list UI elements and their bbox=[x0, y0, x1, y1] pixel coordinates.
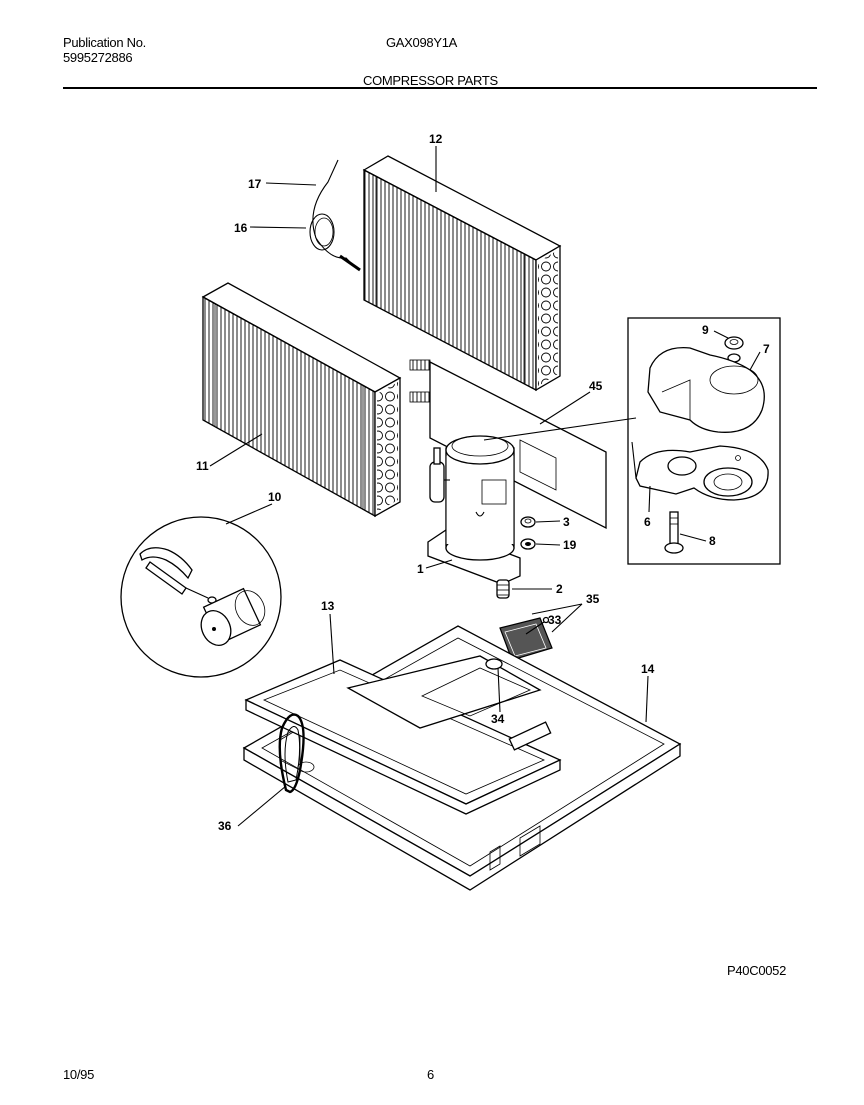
barrier-panel bbox=[409, 359, 607, 530]
callout-17: 17 bbox=[248, 177, 262, 191]
callout-35: 35 bbox=[586, 592, 600, 606]
callout-14: 14 bbox=[641, 662, 655, 676]
footer-date: 10/95 bbox=[63, 1067, 95, 1082]
callout-3: 3 bbox=[563, 515, 570, 529]
page-number: 6 bbox=[427, 1067, 434, 1082]
header-rule bbox=[63, 87, 817, 89]
overload-inset bbox=[120, 516, 282, 678]
mounting-spring bbox=[496, 579, 510, 599]
callout-9: 9 bbox=[702, 323, 709, 337]
grommet bbox=[520, 516, 536, 528]
callout-33: 33 bbox=[548, 613, 562, 627]
callout-8: 8 bbox=[709, 534, 716, 548]
callout-16: 16 bbox=[234, 221, 248, 235]
callout-2: 2 bbox=[556, 582, 563, 596]
compressor bbox=[427, 435, 521, 585]
callout-34: 34 bbox=[491, 712, 505, 726]
leader-lines bbox=[209, 146, 761, 827]
terminal-cover-inset bbox=[627, 317, 781, 565]
callout-13: 13 bbox=[321, 599, 335, 613]
bracket-gasket bbox=[499, 616, 553, 661]
publication-number: 5995272886 bbox=[63, 50, 133, 65]
callout-19: 19 bbox=[563, 538, 577, 552]
callout-labels: 12 17 16 9 7 45 11 10 6 3 8 19 1 2 35 13… bbox=[196, 132, 770, 833]
callout-12: 12 bbox=[429, 132, 443, 146]
diagram-code: P40C0052 bbox=[727, 963, 787, 978]
callout-45: 45 bbox=[589, 379, 603, 393]
section-title: COMPRESSOR PARTS bbox=[363, 73, 498, 88]
callout-36: 36 bbox=[218, 819, 232, 833]
callout-7: 7 bbox=[763, 342, 770, 356]
publication-label: Publication No. bbox=[63, 35, 146, 50]
capillary-tube bbox=[309, 159, 361, 272]
callout-11: 11 bbox=[196, 459, 209, 473]
callout-10: 10 bbox=[268, 490, 282, 504]
drain-pan bbox=[244, 655, 562, 815]
evaporator-coil bbox=[201, 282, 402, 518]
model-number: GAX098Y1A bbox=[386, 35, 458, 50]
washer bbox=[520, 538, 536, 550]
callout-1: 1 bbox=[417, 562, 424, 576]
condenser-coil bbox=[362, 155, 562, 392]
drain-loop bbox=[278, 713, 305, 794]
callout-6: 6 bbox=[644, 515, 651, 529]
